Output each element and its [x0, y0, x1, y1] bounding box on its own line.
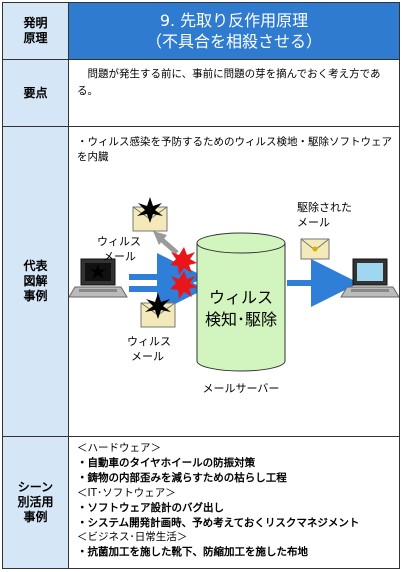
scene-category: ＜ビジネス･日常生活＞	[77, 531, 188, 544]
virus-mail-bottom-label-2: メール	[131, 350, 164, 363]
deflect-arrow	[153, 231, 179, 255]
scene-category: ＜IT･ソフトウェア＞	[77, 486, 176, 499]
scenes-list: ＜ハードウェア＞ ・自動車のタイヤホイールの防振対策 ・鋳物の内部歪みを減らすた…	[69, 437, 399, 568]
scenes-label-line3: 事例	[23, 510, 48, 524]
cleaned-mail-label-2: メール	[297, 216, 330, 229]
summary-text: 問題が発生する前に、事前に問題の芽を摘んでおく考え方である。	[77, 68, 381, 97]
header-label: 発明 原理	[3, 3, 69, 59]
virus-envelope-top-icon	[132, 197, 168, 232]
scene-item: ・鋳物の内部歪みを減らすための枯らし工程	[77, 471, 287, 484]
clean-envelope-icon	[300, 238, 330, 260]
summary-row: 要点 問題が発生する前に、事前に問題の芽を摘んでおく考え方である。	[3, 60, 399, 127]
scene-item: ・ソフトウェア設計のバグ出し	[77, 501, 224, 514]
title-line2: （不具合を相殺させる）	[145, 32, 322, 51]
scene-item: ・自動車のタイヤホイールの防振対策	[77, 456, 256, 469]
scene-item: ・抗菌加工を施した靴下、防縮加工を施した布地	[77, 546, 308, 559]
example-label-line3: 事例	[23, 289, 48, 303]
virus-mail-top-label-1: ウィルス	[97, 235, 141, 248]
scene-item: ・システム開発計画時、予め考えておくリスクマネジメント	[77, 516, 360, 529]
block-burst-bottom-icon	[170, 271, 197, 299]
example-label-line2: 図解	[23, 274, 48, 288]
virus-mail-bottom-label-1: ウィルス	[127, 335, 171, 348]
server-label-2: 検知･駆除	[205, 310, 277, 329]
mail-server-icon	[196, 232, 286, 372]
virus-envelope-bottom-icon	[140, 293, 176, 328]
page-title: 9. 先取り反作用原理 （不具合を相殺させる）	[69, 3, 399, 59]
recipient-laptop-icon	[340, 258, 399, 298]
example-label-line1: 代表	[23, 259, 48, 273]
header-row: 発明 原理 9. 先取り反作用原理 （不具合を相殺させる）	[3, 3, 399, 60]
server-caption: メールサーバー	[203, 382, 280, 395]
sender-laptop-icon	[69, 258, 128, 298]
example-content: ・ウィルス感染を予防するためのウィルス検地・駆除ソフトウェアを内臓	[69, 127, 399, 436]
scene-category: ＜ハードウェア＞	[77, 442, 161, 454]
scenes-row: シーン 別活用 事例 ＜ハードウェア＞ ・自動車のタイヤホイールの防振対策 ・鋳…	[3, 437, 399, 568]
cleaned-mail-label-1: 駆除された	[297, 200, 352, 214]
example-label: 代表 図解 事例	[3, 127, 69, 436]
scenes-label-line2: 別活用	[17, 495, 54, 509]
example-lead-text: ・ウィルス感染を予防するためのウィルス検地・駆除ソフトウェアを内臓	[77, 136, 392, 163]
server-label-1: ウィルス	[209, 288, 273, 307]
summary-label: 要点	[3, 60, 69, 126]
virus-mail-diagram: ウィルス メール ウィルス メール	[69, 197, 399, 395]
virus-mail-top-label-2: メール	[103, 250, 136, 263]
scenes-label-line1: シーン	[17, 480, 54, 494]
block-burst-top-icon	[170, 247, 197, 275]
header-label-line2: 原理	[23, 31, 48, 45]
example-row: 代表 図解 事例 ・ウィルス感染を予防するためのウィルス検地・駆除ソフトウェアを…	[3, 127, 399, 437]
scenes-label: シーン 別活用 事例	[3, 437, 69, 568]
header-label-line1: 発明	[23, 16, 48, 30]
title-line1: 9. 先取り反作用原理	[159, 11, 309, 30]
